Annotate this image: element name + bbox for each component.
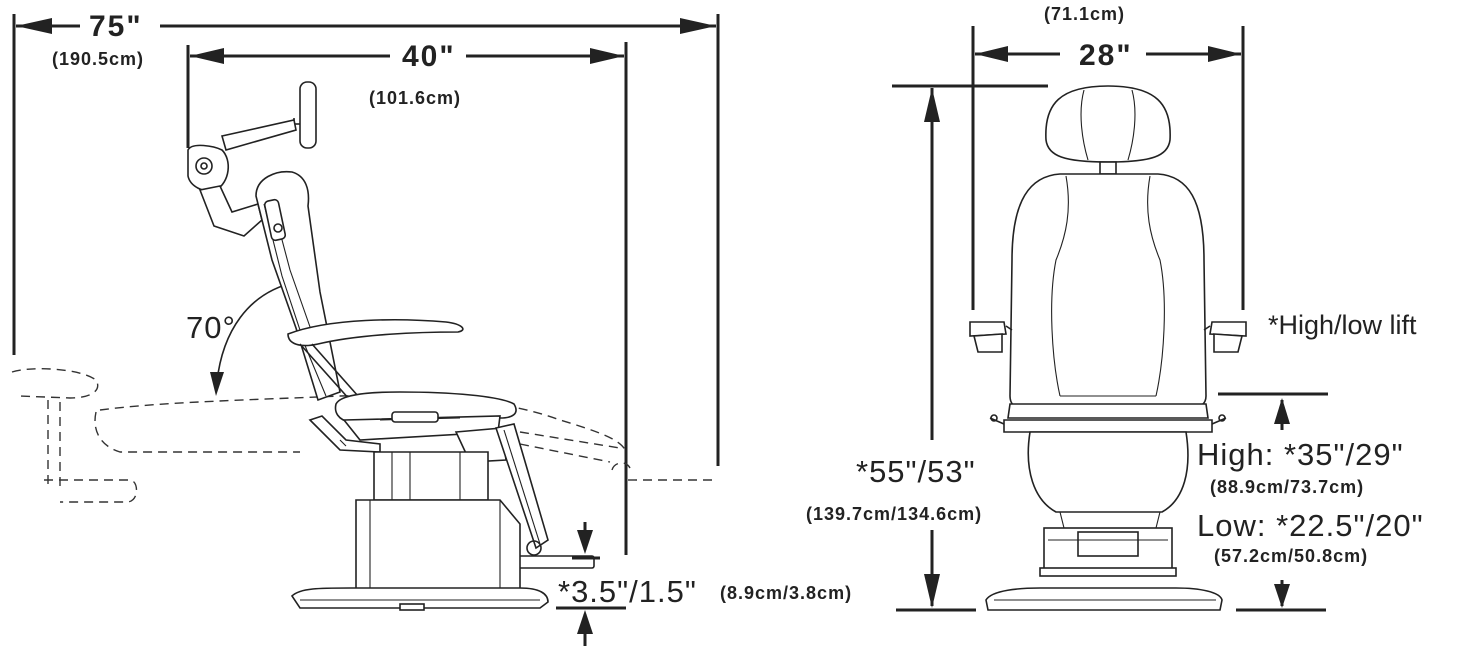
- overall-length-dimension: [12, 14, 720, 466]
- high-lift-metric: (88.9cm/73.7cm): [1210, 477, 1364, 497]
- depth-metric: (101.6cm): [369, 88, 461, 108]
- height-label: *55"/53": [856, 454, 976, 489]
- low-lift-metric: (57.2cm/50.8cm): [1214, 546, 1368, 566]
- height-dimension: [892, 84, 1048, 612]
- depth-dimension: [186, 42, 628, 555]
- side-view: 75" (190.5cm) 40" (101.6cm): [11, 10, 852, 646]
- lift-height-dimension: [1218, 392, 1328, 612]
- chair-side-illustration: [187, 81, 595, 611]
- front-view: (71.1cm) 28" *55"/53" (139.7cm/134.6cm): [806, 4, 1424, 612]
- high-lift-label: High: *35"/29": [1197, 437, 1404, 472]
- chair-front-illustration: [969, 85, 1247, 611]
- low-lift-label: Low: *22.5"/20": [1197, 508, 1424, 543]
- recline-angle-label: 70°: [186, 310, 236, 345]
- height-metric: (139.7cm/134.6cm): [806, 504, 982, 524]
- depth-label: 40": [402, 40, 456, 73]
- footrest-lift-label: *3.5"/1.5": [558, 574, 697, 609]
- width-label: 28": [1079, 39, 1133, 72]
- footrest-lift-dimension: [556, 522, 626, 646]
- overall-length-label: 75": [89, 10, 143, 43]
- overall-length-metric: (190.5cm): [52, 49, 144, 69]
- lift-note: *High/low lift: [1268, 310, 1417, 340]
- footrest-lift-metric: (8.9cm/3.8cm): [720, 583, 852, 603]
- width-metric: (71.1cm): [1044, 4, 1125, 24]
- width-dimension: [971, 26, 1245, 310]
